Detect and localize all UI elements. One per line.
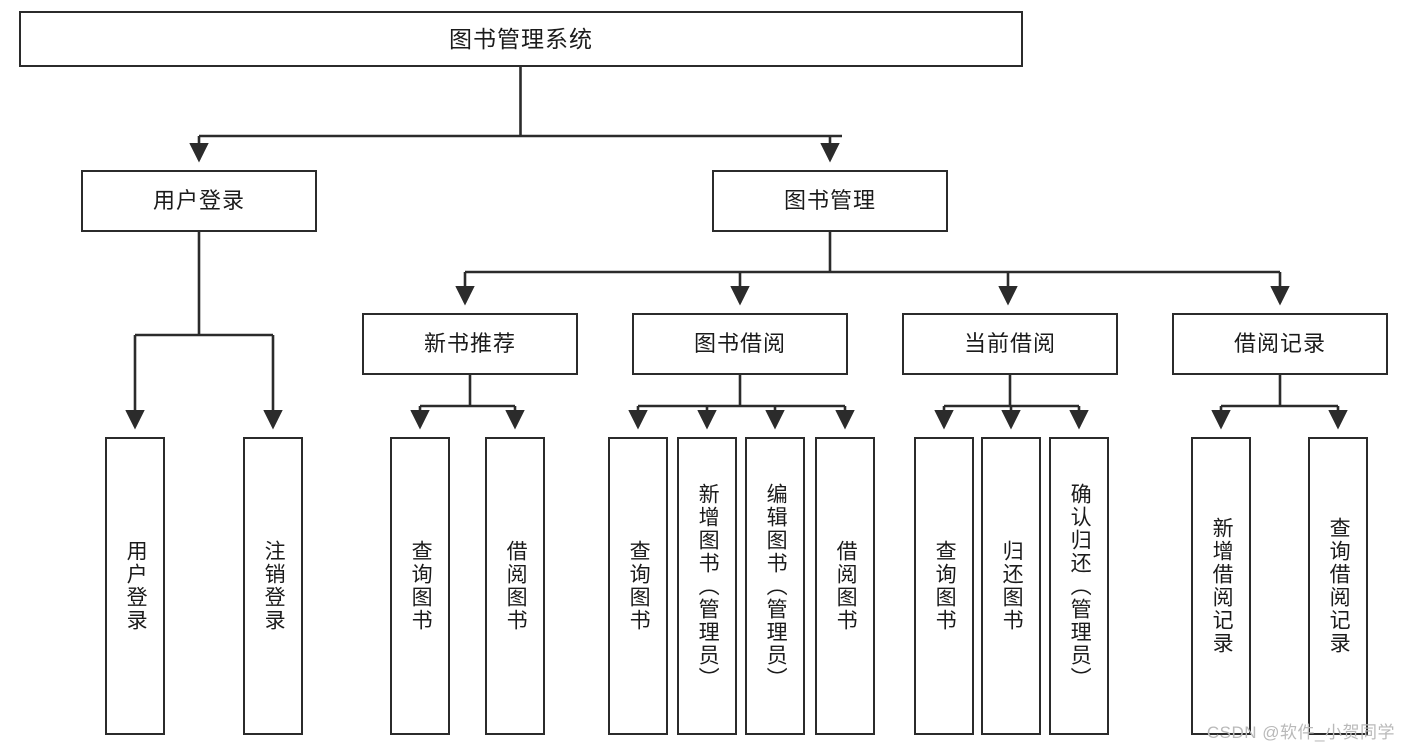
leaf-label: 查询借阅记录 [1327, 517, 1351, 655]
leaf-record-query-record[interactable]: 查询借阅记录 [1308, 437, 1368, 735]
node-book-management[interactable]: 图书管理 [712, 170, 948, 232]
leaf-label: 查询图书 [933, 540, 957, 632]
node-current-borrow[interactable]: 当前借阅 [902, 313, 1118, 375]
leaf-label: 用户登录 [124, 540, 148, 632]
leaf-user-login-signout[interactable]: 注销登录 [243, 437, 303, 735]
leaf-label: 查询图书 [409, 540, 433, 632]
node-book-borrow[interactable]: 图书借阅 [632, 313, 848, 375]
leaf-label: 新增借阅记录 [1210, 517, 1234, 655]
leaf-label: 新增图书（管理员） [696, 482, 720, 690]
node-label: 图书借阅 [693, 331, 786, 357]
leaf-borrow-add-book-admin[interactable]: 新增图书（管理员） [677, 437, 737, 735]
leaf-label: 归还图书 [1000, 540, 1024, 632]
leaf-label: 注销登录 [262, 540, 286, 632]
node-label: 用户登录 [152, 188, 245, 214]
leaf-label: 查询图书 [627, 540, 651, 632]
leaf-borrow-edit-book-admin[interactable]: 编辑图书（管理员） [745, 437, 805, 735]
node-new-book-recommend[interactable]: 新书推荐 [362, 313, 578, 375]
node-label: 当前借阅 [963, 331, 1056, 357]
leaf-record-add-record[interactable]: 新增借阅记录 [1191, 437, 1251, 735]
leaf-label: 确认归还（管理员） [1068, 482, 1092, 690]
leaf-label: 借阅图书 [834, 540, 858, 632]
leaf-current-return-book[interactable]: 归还图书 [981, 437, 1041, 735]
leaf-current-query-book[interactable]: 查询图书 [914, 437, 974, 735]
watermark-text: CSDN @软件_小贺同学 [1206, 723, 1395, 742]
leaf-borrow-query-book[interactable]: 查询图书 [608, 437, 668, 735]
leaf-label: 借阅图书 [504, 540, 528, 632]
node-root-system[interactable]: 图书管理系统 [19, 11, 1023, 67]
node-label: 图书管理系统 [449, 25, 593, 52]
node-label: 图书管理 [783, 188, 876, 214]
leaf-label: 编辑图书（管理员） [764, 482, 788, 690]
node-borrow-record[interactable]: 借阅记录 [1172, 313, 1388, 375]
leaf-current-confirm-return-admin[interactable]: 确认归还（管理员） [1049, 437, 1109, 735]
node-label: 借阅记录 [1233, 331, 1326, 357]
node-label: 新书推荐 [423, 331, 516, 357]
leaf-recommend-query-book[interactable]: 查询图书 [390, 437, 450, 735]
leaf-borrow-borrow-book[interactable]: 借阅图书 [815, 437, 875, 735]
leaf-user-login-signin[interactable]: 用户登录 [105, 437, 165, 735]
leaf-recommend-borrow-book[interactable]: 借阅图书 [485, 437, 545, 735]
node-user-login[interactable]: 用户登录 [81, 170, 317, 232]
